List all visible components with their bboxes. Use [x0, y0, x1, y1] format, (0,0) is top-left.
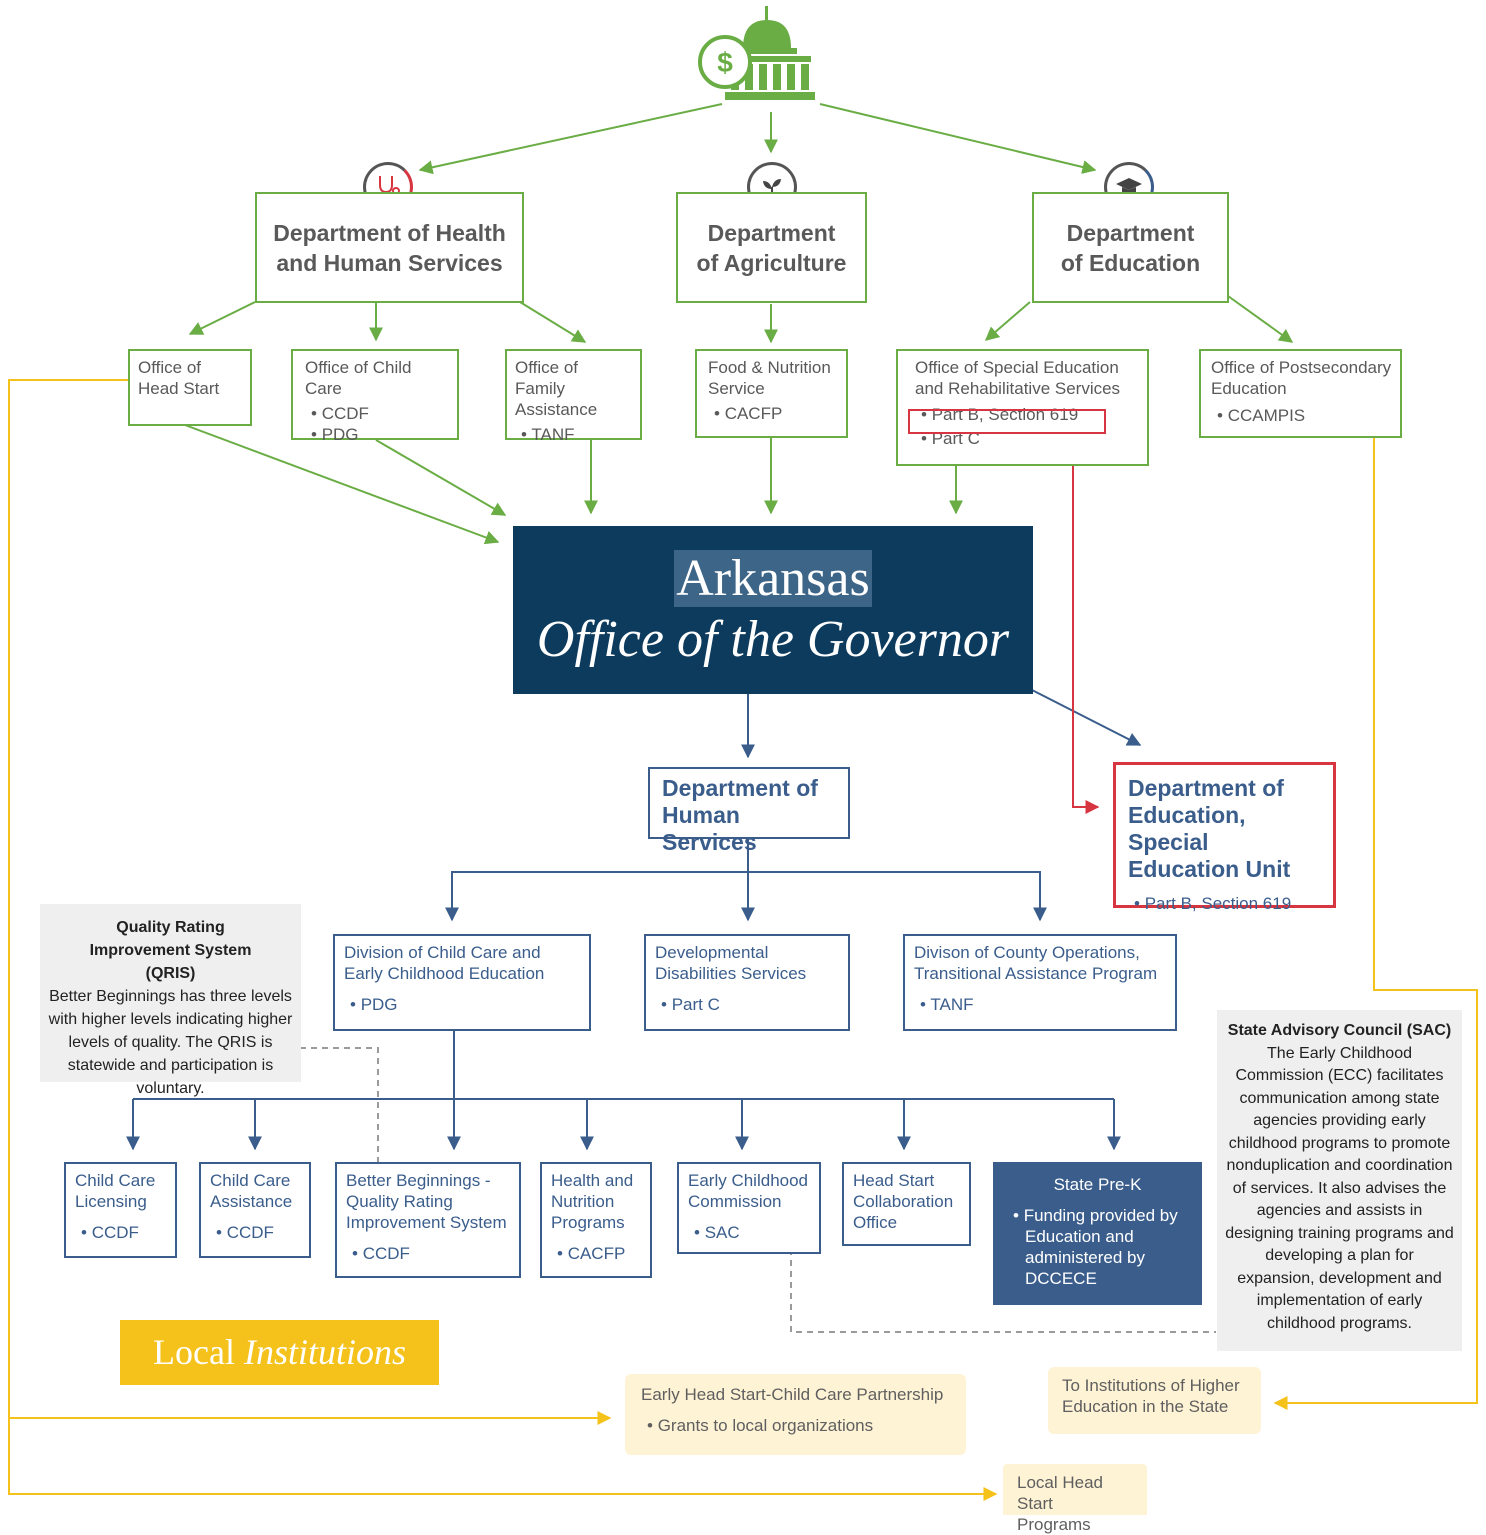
developmental-disabilities-services: Developmental Disabilities Services Part…	[644, 934, 850, 1031]
governor-state-name: Arkansas	[674, 550, 872, 607]
institutions-higher-education: To Institutions of Higher Education in t…	[1048, 1367, 1261, 1434]
office-food-nutrition: Food & Nutrition Service CACFP	[695, 349, 848, 438]
local-word: Local	[153, 1332, 235, 1372]
dept-human-services: Department of Human Services	[648, 767, 850, 855]
dept-health-human-services: Department of Health and Human Services	[255, 192, 524, 303]
program-tag: CCAMPIS	[1217, 405, 1392, 426]
governor-office: Arkansas Office of the Governor	[513, 526, 1033, 694]
dept-education: Department of Education	[1032, 192, 1229, 303]
division-child-care-early-education: Division of Child Care and Early Childho…	[333, 934, 591, 1031]
program-tag: SAC	[694, 1222, 810, 1243]
office-special-education: Office of Special Education and Rehabili…	[896, 349, 1149, 466]
ehs-partnership-title: Early Head Start-Child Care Partnership	[641, 1385, 944, 1404]
pre-k-title: State Pre-K	[1053, 1175, 1142, 1194]
dept-agriculture-title: Department of Agriculture	[696, 219, 847, 276]
early-head-start-partnership: Early Head Start-Child Care Partnership …	[625, 1374, 966, 1455]
dese-title: Department of Education, Special Educati…	[1128, 775, 1291, 882]
dept-agriculture: Department of Agriculture	[676, 192, 867, 303]
dept-education-special-ed-unit: Department of Education, Special Educati…	[1113, 762, 1336, 913]
governor-title: Office of the Governor	[536, 611, 1010, 668]
program-early-childhood-commission: Early Childhood Commission SAC	[677, 1162, 821, 1254]
program-state-pre-k: State Pre-K Funding provided by Educatio…	[993, 1162, 1202, 1305]
part-b-highlight	[908, 409, 1106, 434]
assistance-title: Child Care Assistance	[210, 1171, 293, 1211]
office-head-start: Office of Head Start	[128, 349, 252, 426]
office-family-assistance-title: Office of Family Assistance	[515, 358, 598, 419]
dds-title: Developmental Disabilities Services	[655, 943, 807, 983]
head-start-collab-title: Head Start Collaboration Office	[853, 1171, 954, 1232]
program-tag: TANF	[521, 424, 632, 445]
program-tag: Part B, Section 619	[1134, 893, 1321, 914]
qris-note-title: Quality Rating Improvement System (QRIS)	[89, 919, 252, 982]
sac-note-body: The Early Childhood Commission (ECC) fac…	[1225, 1044, 1454, 1332]
office-food-nutrition-title: Food & Nutrition Service	[708, 358, 831, 398]
program-child-care-assistance: Child Care Assistance CCDF	[199, 1162, 311, 1258]
dept-education-title: Department of Education	[1060, 219, 1201, 276]
office-child-care: Office of Child Care CCDFPDG	[291, 349, 459, 444]
office-family-assistance: Office of Family Assistance TANF	[505, 349, 642, 444]
better-beginnings-title: Better Beginnings - Quality Rating Impro…	[346, 1171, 507, 1232]
local-head-start-programs: Local Head Start Programs	[1003, 1464, 1147, 1534]
program-tag: PDG	[311, 424, 449, 445]
office-postsecondary-title: Office of Postsecondary Education	[1211, 358, 1392, 398]
qris-note-body: Better Beginnings has three levels with …	[48, 988, 293, 1097]
program-tag: CCDF	[81, 1222, 166, 1243]
licensing-title: Child Care Licensing	[75, 1171, 156, 1211]
sac-note: State Advisory Council (SAC) The Early C…	[1217, 1010, 1462, 1351]
capitol-funding-icon: $	[698, 6, 815, 100]
program-tag: PDG	[350, 994, 580, 1015]
dhs-title: Department of Human Services	[662, 775, 818, 855]
program-better-beginnings: Better Beginnings - Quality Rating Impro…	[335, 1162, 521, 1278]
program-tag: Part C	[661, 994, 839, 1015]
division-county-operations: Divison of County Operations, Transition…	[903, 934, 1177, 1031]
office-special-education-title: Office of Special Education and Rehabili…	[915, 358, 1121, 398]
ecc-title: Early Childhood Commission	[688, 1171, 809, 1211]
program-tag: CCDF	[352, 1243, 510, 1264]
institutions-word: Institutions	[243, 1332, 406, 1372]
program-child-care-licensing: Child Care Licensing CCDF	[64, 1162, 177, 1258]
dept-hhs-title: Department of Health and Human Services	[273, 219, 506, 276]
dco-title: Divison of County Operations, Transition…	[914, 943, 1158, 983]
program-tag: TANF	[920, 994, 1166, 1015]
qris-note: Quality Rating Improvement System (QRIS)…	[40, 904, 301, 1097]
program-tag: Grants to local organizations	[647, 1415, 950, 1436]
program-tag: Funding provided by Education and admini…	[1024, 1205, 1188, 1289]
health-nutrition-title: Health and Nutrition Programs	[551, 1171, 634, 1232]
svg-text:$: $	[717, 47, 733, 78]
office-child-care-title: Office of Child Care	[305, 358, 412, 398]
higher-ed-title: To Institutions of Higher Education in t…	[1062, 1376, 1240, 1416]
local-head-start-title: Local Head Start Programs	[1017, 1473, 1104, 1534]
program-tag: CACFP	[557, 1243, 641, 1264]
local-institutions-banner: Local Institutions	[120, 1320, 439, 1385]
program-health-nutrition: Health and Nutrition Programs CACFP	[540, 1162, 652, 1278]
program-tag: CACFP	[714, 403, 838, 424]
program-tag: CCDF	[216, 1222, 300, 1243]
dccece-title: Division of Child Care and Early Childho…	[344, 943, 545, 983]
program-tag: CCDF	[311, 403, 449, 424]
sac-note-title: State Advisory Council (SAC)	[1227, 1022, 1452, 1039]
program-head-start-collaboration: Head Start Collaboration Office	[842, 1162, 971, 1246]
office-head-start-title: Office of Head Start	[138, 358, 220, 398]
office-postsecondary-education: Office of Postsecondary Education CCAMPI…	[1199, 349, 1402, 438]
